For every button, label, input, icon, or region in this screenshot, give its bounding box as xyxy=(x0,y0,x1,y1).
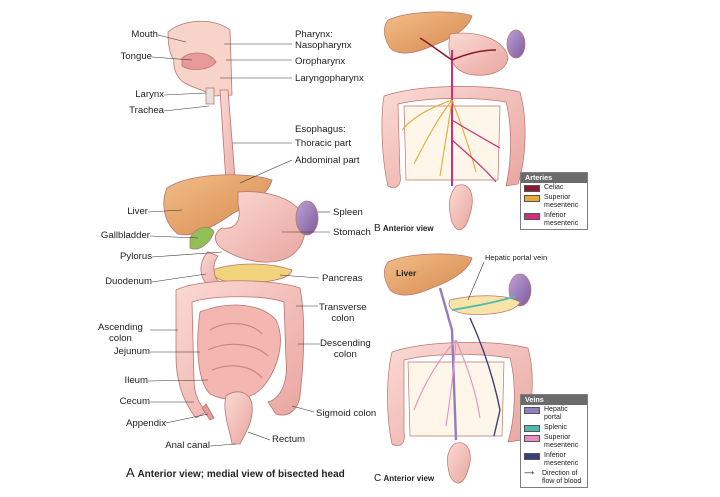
panel-b-arteries xyxy=(401,37,501,186)
legend-row-superior-mesenteric-artery: Superior mesenteric xyxy=(521,193,587,211)
panel-c-veins xyxy=(413,287,517,441)
veins-legend: Veins Hepatic portal Splenic Superior me… xyxy=(520,394,588,488)
pancreas-shape xyxy=(211,263,293,283)
legend-row-splenic: Splenic xyxy=(521,423,587,433)
caption-a-letter: A xyxy=(126,465,135,480)
legend-row-celiac: Celiac xyxy=(521,183,587,193)
panel-c-label-liver: Liver xyxy=(396,268,417,278)
legend-row-superior-mesenteric-vein: Superior mesenteric xyxy=(521,433,587,451)
panel-c-colon xyxy=(387,342,533,446)
label-pharynx: Pharynx: xyxy=(295,29,333,40)
gallbladder-shape xyxy=(189,226,215,250)
label-thoracic-part: Thoracic part xyxy=(295,138,351,149)
caption-c: C Anterior view xyxy=(374,473,434,484)
panel-c-drawing xyxy=(384,253,533,484)
liver-shape xyxy=(163,174,273,236)
label-sigmoid-colon: Sigmoid colon xyxy=(316,408,377,419)
legend-label-flow-direction: Direction of flow of blood xyxy=(542,470,582,485)
label-anal-canal: Anal canal xyxy=(165,440,210,451)
arteries-legend: Arteries Celiac Superior mesenteric Infe… xyxy=(520,172,588,230)
label-larynx: Larynx xyxy=(135,89,164,100)
label-nasopharynx: Nasopharynx xyxy=(295,40,352,51)
flow-arrow-icon: ⟶ xyxy=(524,470,535,477)
label-gallbladder: Gallbladder xyxy=(100,230,150,241)
legend-label-superior-mesenteric-artery: Superior mesenteric xyxy=(544,194,579,209)
legend-row-inferior-mesenteric-artery: Inferior mesenteric xyxy=(521,211,587,229)
caption-a: A Anterior view; medial view of bisected… xyxy=(126,465,345,480)
label-pylorus: Pylorus xyxy=(120,251,152,262)
spleen-shape xyxy=(295,200,319,236)
panel-c-spleen xyxy=(508,273,532,307)
label-tongue: Tongue xyxy=(120,51,152,62)
panel-b-colon xyxy=(381,86,526,188)
label-jejunum: Jejunum xyxy=(113,346,150,357)
trachea-tube xyxy=(205,87,215,105)
caption-c-text: Anterior view xyxy=(383,474,435,483)
legend-label-inferior-mesenteric-artery: Inferior mesenteric xyxy=(544,212,579,227)
panel-c-label-hepatic-portal-vein: Hepatic portal vein xyxy=(485,253,548,262)
panel-c-liver xyxy=(384,253,473,296)
arteries-legend-title: Arteries xyxy=(521,173,587,183)
panel-b-spleen xyxy=(506,29,526,59)
label-duodenum: Duodenum xyxy=(105,276,152,287)
label-laryngopharynx: Laryngopharynx xyxy=(295,73,364,84)
panel-b-sigmoid xyxy=(449,184,473,231)
legend-label-celiac: Celiac xyxy=(544,184,564,191)
panel-b-stomach xyxy=(448,32,509,76)
small-intestine-shape xyxy=(197,304,281,400)
rectum-shape xyxy=(224,391,253,445)
label-abdominal-part: Abdominal part xyxy=(295,155,360,166)
label-esophagus: Esophagus: xyxy=(295,124,346,135)
legend-label-inferior-mesenteric-vein: Inferior mesenteric xyxy=(544,452,579,467)
legend-row-flow-direction: ⟶ Direction of flow of blood xyxy=(521,469,587,487)
label-transverse-colon: Transverse colon xyxy=(319,302,367,324)
legend-swatch-celiac xyxy=(524,185,540,192)
legend-swatch-splenic xyxy=(524,425,540,432)
label-spleen: Spleen xyxy=(333,207,363,218)
label-liver: Liver xyxy=(127,206,148,217)
tongue-shape xyxy=(181,52,217,70)
label-ileum: Ileum xyxy=(124,375,148,386)
panel-a-leader-lines xyxy=(147,34,330,447)
caption-c-letter: C xyxy=(374,473,382,484)
caption-b: B Anterior view xyxy=(374,223,434,234)
panel-b-drawing xyxy=(381,11,526,231)
panel-c-sigmoid xyxy=(447,442,471,484)
label-cecum: Cecum xyxy=(119,396,150,407)
legend-label-superior-mesenteric-vein: Superior mesenteric xyxy=(544,434,579,449)
legend-swatch-hepatic-portal xyxy=(524,407,540,414)
stomach-shape xyxy=(215,191,306,263)
label-appendix: Appendix xyxy=(125,418,166,429)
panel-a-drawing xyxy=(163,20,319,445)
veins-legend-title: Veins xyxy=(521,395,587,405)
legend-row-inferior-mesenteric-vein: Inferior mesenteric xyxy=(521,451,587,469)
appendix-shape xyxy=(201,403,215,421)
label-descending-colon: Descending colon xyxy=(320,338,371,360)
label-mouth: Mouth xyxy=(131,29,158,40)
legend-swatch-superior-mesenteric-vein xyxy=(524,435,540,442)
label-rectum: Rectum xyxy=(272,434,306,445)
legend-swatch-inferior-mesenteric-artery xyxy=(524,213,540,220)
legend-label-splenic: Splenic xyxy=(544,424,567,431)
legend-row-hepatic-portal: Hepatic portal xyxy=(521,405,587,423)
label-pancreas: Pancreas xyxy=(322,273,363,284)
label-ascending-colon: Ascending colon xyxy=(98,322,143,344)
caption-b-letter: B xyxy=(374,223,381,234)
caption-a-text: Anterior view; medial view of bisected h… xyxy=(137,469,345,480)
caption-b-text: Anterior view xyxy=(382,224,434,233)
hepatic-portal-leader xyxy=(467,261,485,301)
legend-swatch-superior-mesenteric-artery xyxy=(524,195,540,202)
label-trachea: Trachea xyxy=(129,105,164,116)
legend-swatch-inferior-mesenteric-vein xyxy=(524,453,540,460)
label-oropharynx: Oropharynx xyxy=(295,56,346,67)
legend-label-hepatic-portal: Hepatic portal xyxy=(544,406,568,421)
label-stomach: Stomach xyxy=(333,227,371,238)
